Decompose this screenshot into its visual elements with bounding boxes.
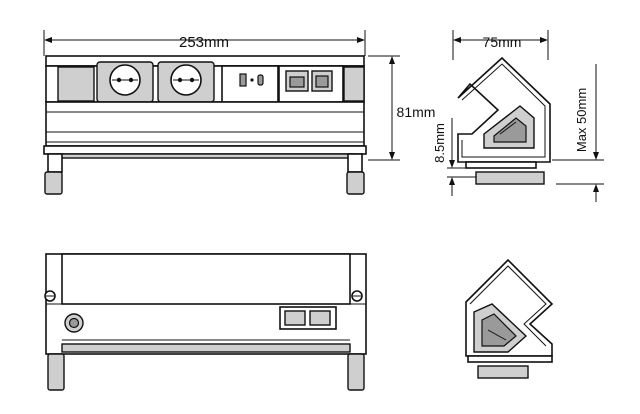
back-view <box>44 253 367 391</box>
clamp-label: Max 50mm <box>574 88 589 152</box>
base-plate <box>43 145 367 155</box>
end-cap-right <box>343 66 365 102</box>
front-view: 253mm <box>43 30 436 195</box>
end-cap-left <box>57 66 95 102</box>
height-label: 81mm <box>397 104 436 120</box>
side-view-secondary <box>465 258 554 379</box>
width-label: 253mm <box>179 34 229 51</box>
base-rail <box>55 153 355 159</box>
usb-module <box>221 65 279 103</box>
connector-block <box>279 306 337 330</box>
width-dimension: 253mm <box>43 30 366 56</box>
clamp-foot-left <box>44 153 63 195</box>
clamp-dimension: Max 50mm <box>552 64 604 202</box>
usb-c-port-icon <box>257 74 264 86</box>
side-view: 75mm 8.5mm Max 50mm <box>432 30 604 202</box>
height-dimension: 81mm <box>368 55 436 161</box>
offset-dimension: 8.5mm <box>432 118 476 196</box>
clamp-block <box>475 171 545 185</box>
back-upper-panel <box>61 253 351 305</box>
cable-grommet <box>64 313 84 333</box>
clamp-foot-right <box>346 153 365 195</box>
back-rail <box>61 343 351 353</box>
back-foot-right <box>347 353 365 391</box>
schuko-socket <box>96 61 154 103</box>
clamp-block-secondary <box>477 365 529 379</box>
screw-icon <box>351 290 363 302</box>
offset-label: 8.5mm <box>432 123 447 163</box>
usb-a-port-icon <box>239 73 247 87</box>
depth-dimension: 75mm <box>452 30 549 60</box>
schuko-socket <box>157 61 215 103</box>
body-profile <box>45 101 365 147</box>
mount-plate <box>465 161 537 169</box>
back-foot-left <box>47 353 65 391</box>
mount-plate-secondary <box>467 355 553 363</box>
data-module <box>278 65 344 103</box>
screw-icon <box>44 290 56 302</box>
depth-label: 75mm <box>483 34 522 50</box>
